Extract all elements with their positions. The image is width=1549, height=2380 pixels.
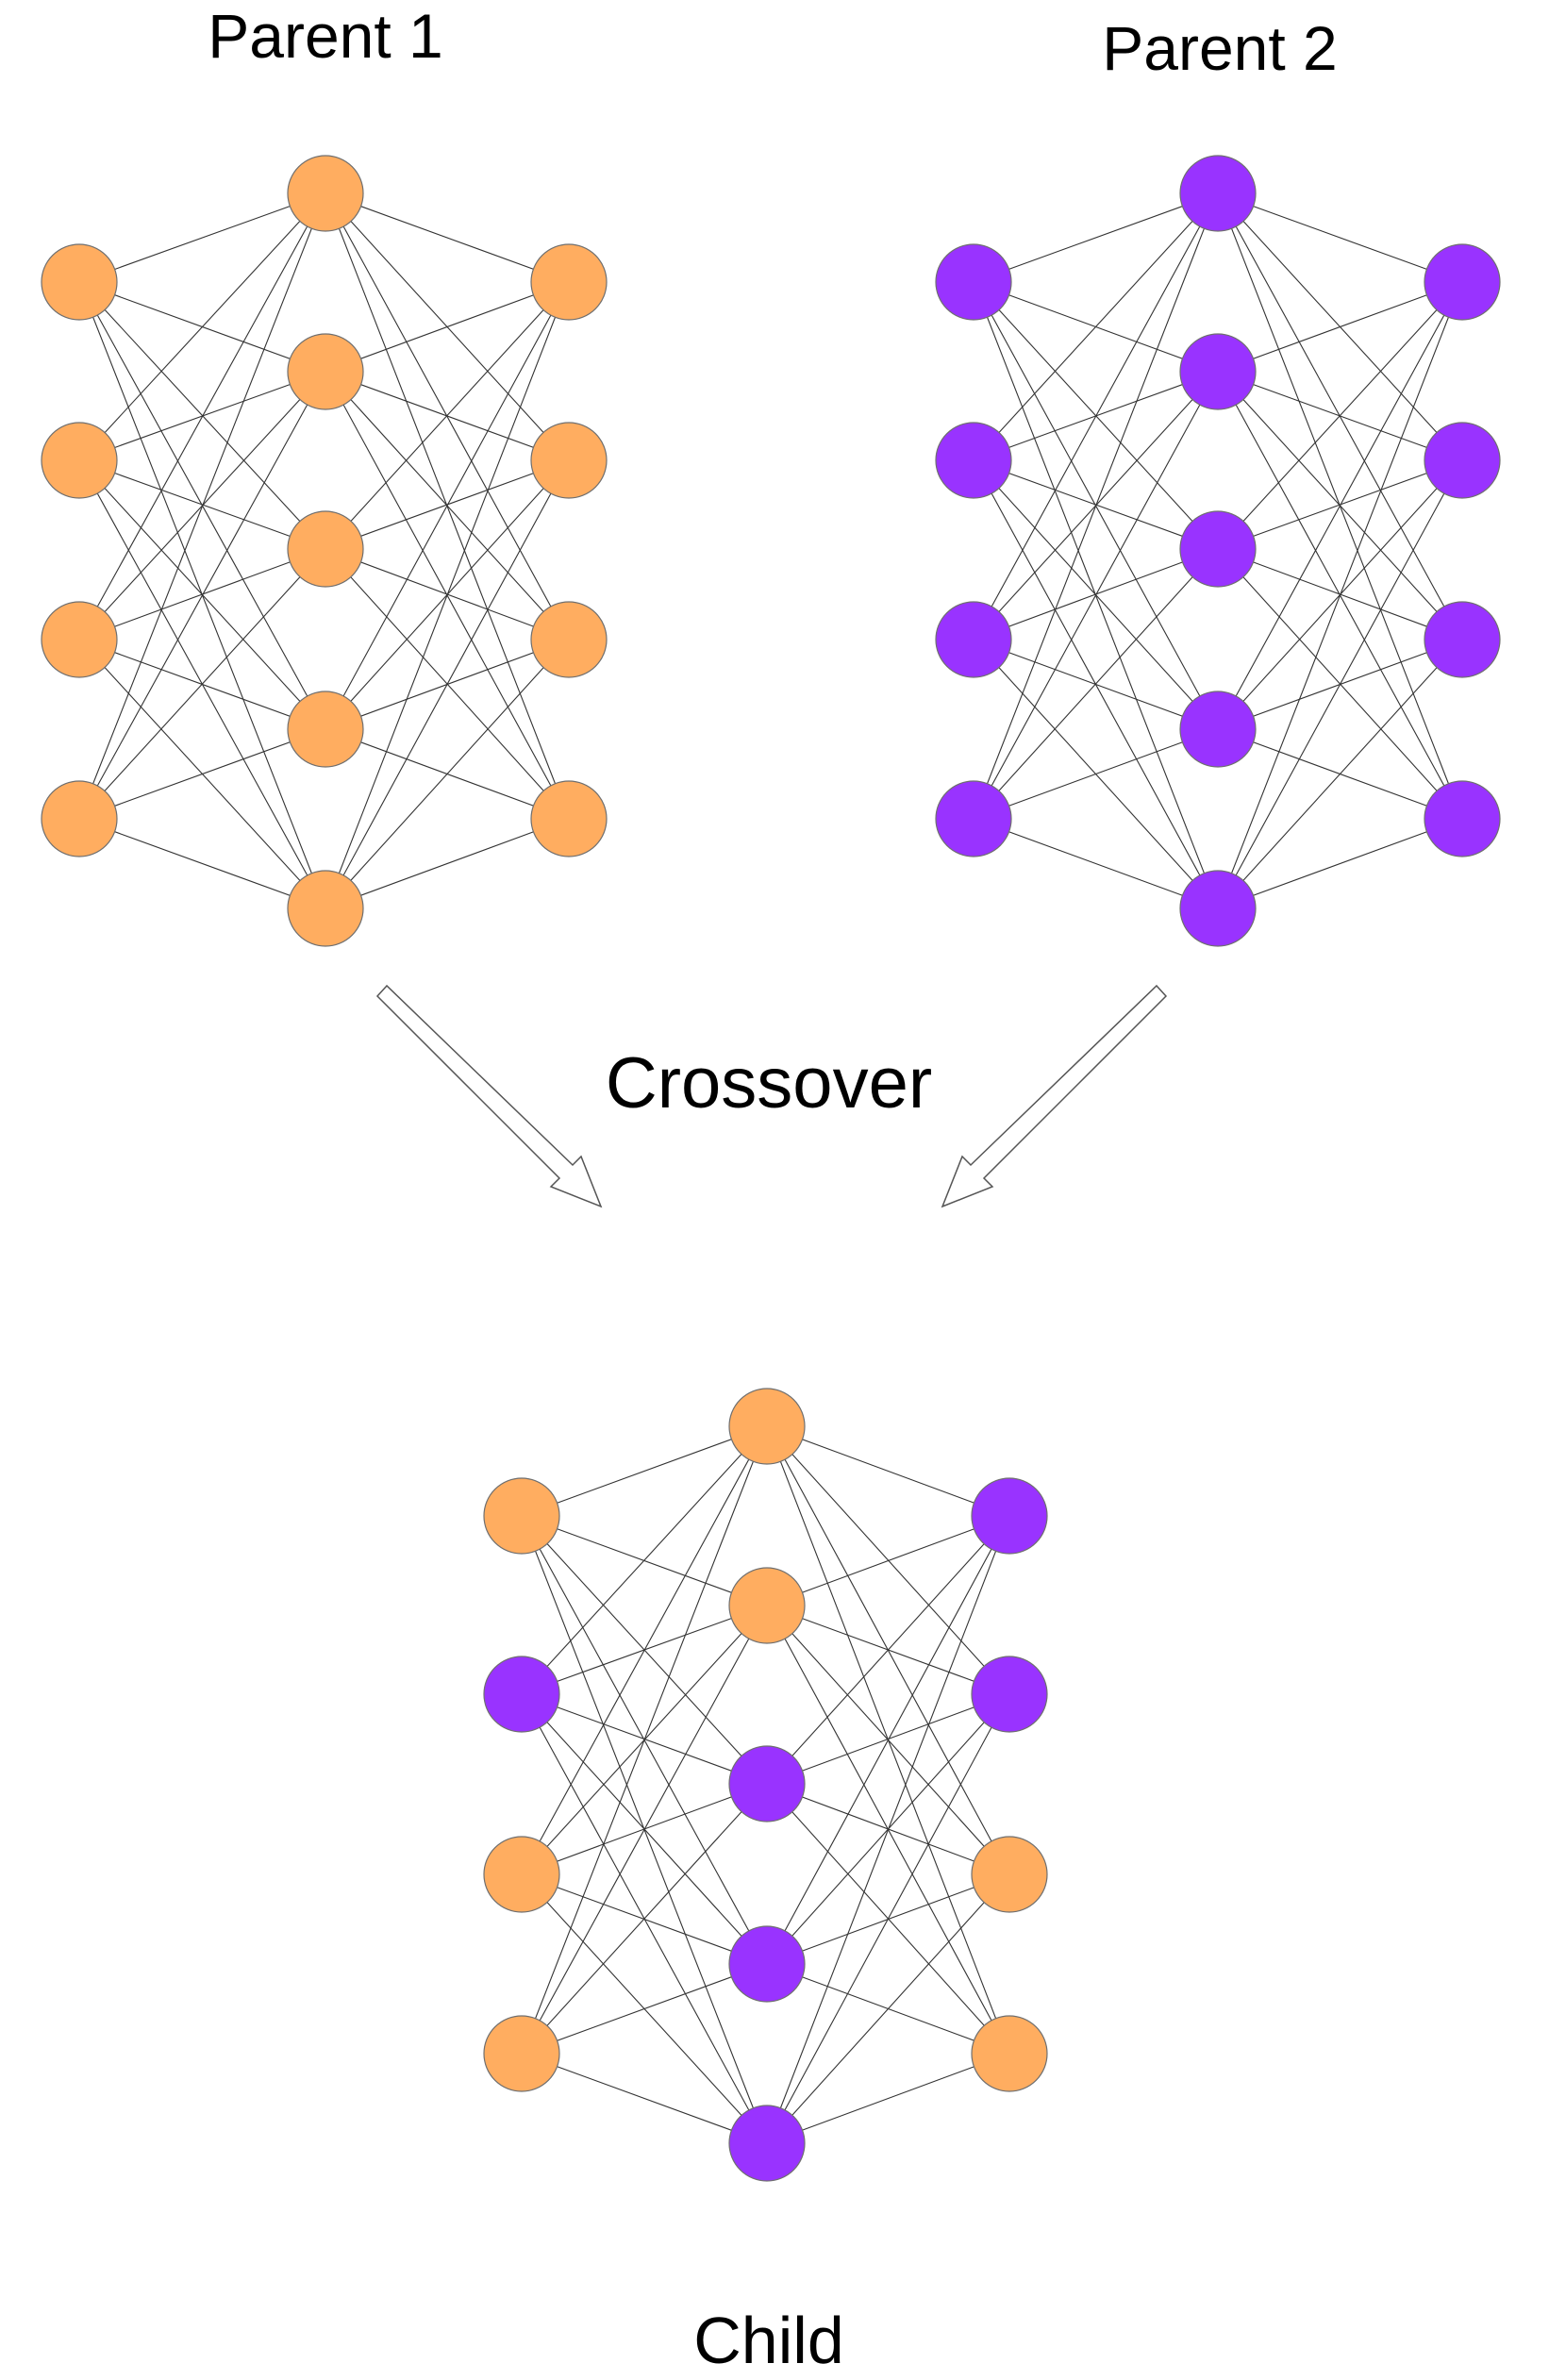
child-output-node-2 [971,1656,1048,1733]
parent1-hidden-output-edge [325,281,570,373]
parent1-input-node-3 [41,601,118,678]
child-input-hidden-edge [521,1783,768,2055]
parent1-hidden-output-edge [325,818,570,909]
parent1-input-hidden-edge [78,192,326,461]
crossover-arrow-right [941,984,1168,1208]
parent1-input-hidden-edge [78,818,326,909]
parent2-output-node-2 [1424,422,1501,499]
child-input-hidden-edge [521,1425,768,1517]
parent2-input-hidden-edge [973,728,1219,820]
parent2-hidden-node-3 [1179,510,1257,588]
parent2-hidden-output-edge [1217,459,1463,909]
parent1-input-hidden-edge [78,371,326,820]
child-hidden-output-edge [766,1515,1010,1606]
child-hidden-node-4 [728,1925,806,2003]
child-input-node-2 [483,1656,560,1733]
parent2-input-hidden-edge [973,548,1219,820]
parent2-hidden-output-edge [1217,818,1463,909]
parent1-title: Parent 1 [208,1,443,71]
parent2-input-node-3 [935,601,1012,678]
parent2-input-node-4 [935,780,1012,857]
parent1-hidden-output-edge [325,281,570,730]
child-hidden-output-edge [766,1873,1010,2144]
child-hidden-node-5 [728,2105,806,2182]
parent2-hidden-output-edge [1217,639,1463,909]
child-hidden-node-2 [728,1567,806,1644]
child-title: Child [693,2304,844,2377]
parent2-hidden-node-4 [1179,691,1257,768]
child-hidden-output-edge [766,1515,1010,1785]
parent2-hidden-node-1 [1179,155,1257,232]
child-input-node-4 [483,2015,560,2092]
parent1-input-hidden-edge [78,548,326,820]
child-input-hidden-edge [521,2053,768,2144]
connections-layer [78,192,1463,2144]
parent1-hidden-node-1 [287,155,364,232]
parent1-input-node-2 [41,422,118,499]
parent2-title: Parent 2 [1102,13,1338,83]
parent2-hidden-output-edge [1217,281,1463,730]
child-output-node-1 [971,1477,1048,1555]
child-hidden-output-edge [766,1693,1010,2144]
child-input-hidden-edge [521,1425,768,2055]
child-hidden-node-3 [728,1745,806,1822]
parent1-output-node-4 [530,780,608,857]
parent2-hidden-output-edge [1217,192,1463,283]
parent2-input-node-2 [935,422,1012,499]
parent1-hidden-node-4 [287,691,364,768]
parent2-hidden-node-2 [1179,333,1257,410]
parent2-hidden-node-5 [1179,870,1257,947]
parent1-hidden-output-edge [325,459,570,909]
parent1-output-node-1 [530,243,608,321]
child-output-node-3 [971,1836,1048,1913]
parent1-hidden-node-5 [287,870,364,947]
parent1-hidden-node-3 [287,510,364,588]
parent2-output-node-1 [1424,243,1501,321]
child-hidden-output-edge [766,1425,1010,1517]
parent2-hidden-output-edge [1217,281,1463,550]
parent1-input-hidden-edge [78,192,326,283]
child-hidden-output-edge [766,1515,1010,2144]
parent1-output-node-2 [530,422,608,499]
child-input-hidden-edge [521,1425,768,1695]
child-input-hidden-edge [521,1605,768,2055]
crossover-arrow-left [375,984,603,1208]
parent2-input-node-1 [935,243,1012,321]
parent1-hidden-output-edge [325,281,570,909]
child-input-node-1 [483,1477,560,1555]
child-input-hidden-edge [521,1963,768,2055]
child-input-hidden-edge [521,1425,768,1875]
parent2-input-hidden-edge [973,192,1219,641]
parent2-input-hidden-edge [973,192,1219,283]
parent1-input-hidden-edge [78,728,326,820]
parent1-hidden-output-edge [325,281,570,550]
parent1-input-node-1 [41,243,118,321]
parent2-output-node-3 [1424,601,1501,678]
child-output-node-4 [971,2015,1048,2092]
parent2-hidden-output-edge [1217,281,1463,373]
parent1-hidden-output-edge [325,639,570,909]
parent2-hidden-output-edge [1217,281,1463,909]
parent1-input-hidden-edge [78,192,326,641]
child-hidden-output-edge [766,2053,1010,2144]
neurons-layer [41,155,1501,2182]
parent1-output-node-3 [530,601,608,678]
crossover-title: Crossover [606,1043,932,1123]
parent2-input-hidden-edge [973,192,1219,820]
parent2-output-node-4 [1424,780,1501,857]
parent2-input-hidden-edge [973,192,1219,461]
child-hidden-node-1 [728,1388,806,1465]
child-input-node-3 [483,1836,560,1913]
parent2-input-hidden-edge [973,818,1219,909]
parent1-hidden-output-edge [325,192,570,283]
parent1-hidden-node-2 [287,333,364,410]
parent2-input-hidden-edge [973,371,1219,820]
child-hidden-output-edge [766,1515,1010,1965]
parent1-input-node-4 [41,780,118,857]
parent1-input-hidden-edge [78,192,326,820]
